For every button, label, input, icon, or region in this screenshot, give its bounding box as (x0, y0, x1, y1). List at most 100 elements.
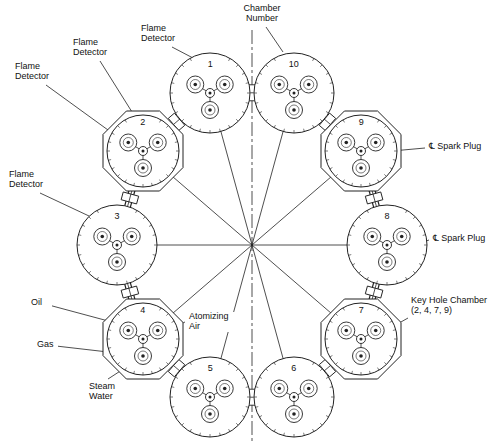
tick-mark (283, 129, 285, 132)
center-dot (386, 244, 389, 247)
nozzle-ring (289, 409, 299, 419)
tick-mark (190, 125, 192, 128)
tick-mark (117, 174, 119, 176)
nozzle-ring (123, 137, 133, 147)
tick-mark (259, 377, 262, 379)
tick-mark (117, 125, 119, 127)
tick-mark (283, 433, 285, 436)
center-hub (138, 146, 147, 155)
nozzle-ring (371, 326, 381, 336)
tick-mark (117, 314, 119, 316)
center-hub (206, 88, 215, 97)
crossfire-connector (250, 397, 253, 398)
tick-mark (247, 397, 250, 398)
tick-mark (265, 423, 267, 425)
tick-mark (351, 183, 353, 186)
combustion-chamber: 10 (250, 49, 338, 137)
tick-mark (182, 423, 184, 425)
tick-mark (378, 120, 380, 123)
tick-mark (352, 264, 355, 266)
fuel-nozzle (94, 228, 111, 245)
callout-label: Gas (36, 340, 58, 350)
combustion-chamber: 4 (99, 295, 187, 383)
tick-mark (236, 119, 238, 121)
fuel-nozzle (149, 322, 166, 339)
chamber-number: 7 (317, 306, 405, 316)
tick-mark (159, 120, 161, 123)
tick-mark (219, 129, 221, 132)
tick-mark (176, 73, 179, 75)
tick-mark (255, 102, 258, 104)
tick-mark (247, 92, 250, 93)
fuel-nozzle (217, 76, 234, 93)
fuel-nozzle (300, 380, 317, 397)
crossfire-connector (324, 119, 331, 125)
callout-label: Flame Detector (140, 24, 192, 44)
crossfire-connector (372, 284, 377, 301)
nozzle-tip (345, 141, 349, 145)
center-hub (206, 393, 215, 402)
tick-mark (171, 167, 174, 169)
tick-mark (78, 234, 81, 236)
nozzle-ring (289, 105, 299, 115)
crossfire-connector (324, 365, 331, 371)
tick-mark (259, 416, 262, 418)
combustion-chamber: 7 (317, 295, 405, 383)
combustion-chamber: 5 (166, 353, 254, 441)
tick-mark (182, 65, 184, 67)
fuel-nozzle (353, 348, 370, 365)
leader-lines (40, 27, 429, 379)
tick-mark (236, 369, 238, 371)
tick-mark (172, 386, 175, 388)
center-dot (209, 91, 212, 94)
nozzle-tip (307, 387, 311, 391)
tick-mark (312, 58, 314, 61)
tick-mark (303, 433, 305, 436)
nozzle-ring (220, 384, 230, 394)
nozzle-ring (220, 79, 230, 89)
nozzle-tip (374, 141, 378, 145)
tick-mark (293, 434, 294, 437)
tick-mark (229, 125, 231, 128)
nozzle-tip (400, 235, 404, 239)
fuel-nozzle (285, 406, 302, 423)
nozzle-ring (127, 232, 137, 242)
tick-mark (326, 141, 329, 143)
combustion-chamber: 3 (73, 201, 161, 289)
fuel-nozzle (109, 254, 126, 271)
fuel-nozzle (123, 228, 140, 245)
tick-mark (325, 150, 328, 151)
chamber-number: 2 (99, 118, 187, 128)
tick-mark (419, 225, 422, 227)
tick-mark (112, 167, 115, 169)
leader-line (40, 193, 89, 216)
chamber-number: 4 (99, 306, 187, 316)
nozzle-ring (123, 326, 133, 336)
tick-mark (330, 133, 333, 135)
tick-mark (242, 73, 245, 75)
tick-mark (326, 73, 329, 75)
fuel-nozzle (338, 134, 355, 151)
nozzle-tip (115, 260, 119, 264)
combustion-chamber: 2 (99, 107, 187, 195)
chamber-number: 8 (343, 212, 431, 222)
tick-mark (182, 369, 184, 371)
tick-mark (107, 150, 110, 151)
tick-mark (166, 314, 168, 316)
fuel-nozzle (338, 322, 355, 339)
tick-mark (326, 416, 329, 418)
tick-mark (176, 150, 179, 151)
tick-mark (108, 329, 111, 331)
tick-mark (359, 217, 361, 219)
nozzle-ring (397, 232, 407, 242)
tick-mark (393, 329, 396, 331)
tick-mark (329, 82, 332, 84)
chamber-number: 1 (166, 60, 254, 70)
tick-mark (254, 92, 257, 93)
fuel-nozzle (202, 406, 219, 423)
nozzle-tip (194, 82, 198, 86)
tick-mark (369, 183, 371, 186)
tick-mark (151, 371, 153, 374)
tick-mark (423, 234, 426, 236)
tick-mark (143, 217, 145, 219)
